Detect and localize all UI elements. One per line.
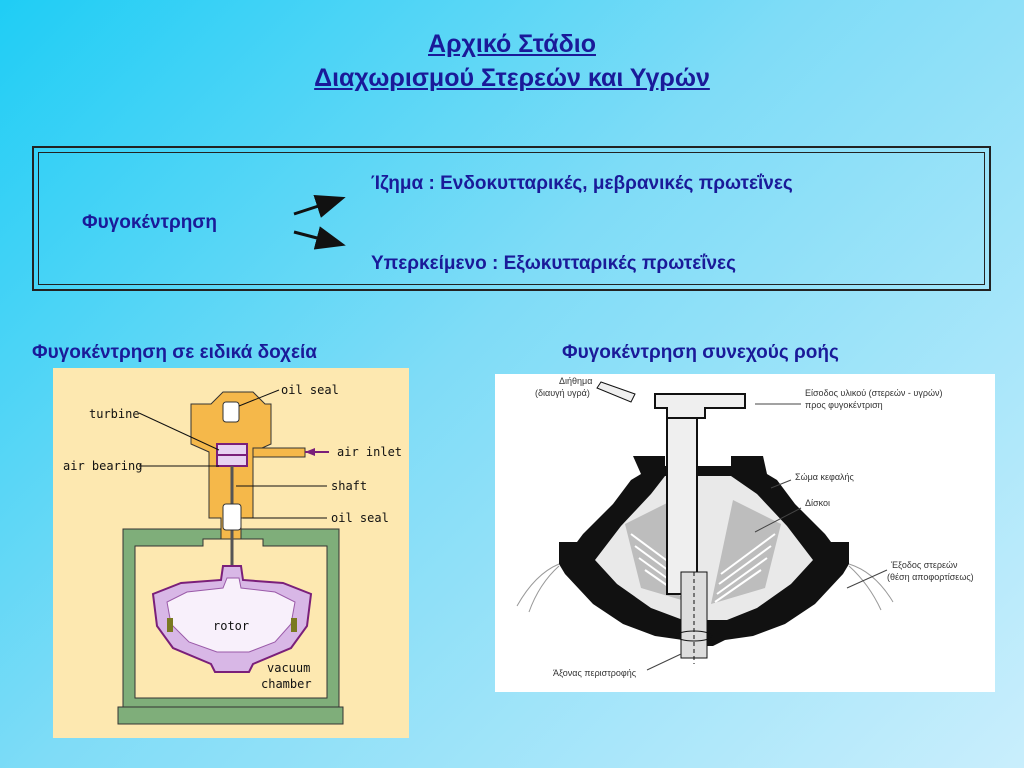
- label-rotor: rotor: [213, 619, 249, 633]
- label-solids-outlet-sub: (θέση αποφορτίσεως): [887, 572, 974, 582]
- label-air-bearing: air bearing: [63, 459, 142, 473]
- label-discs: Δίσκοι: [805, 498, 830, 508]
- label-material-inlet-sub: προς φυγοκέντριση: [805, 400, 883, 410]
- centrifugation-summary-box: [32, 146, 991, 291]
- page-title-line-2: Διαχωρισμού Στερεών και Υγρών: [314, 64, 710, 92]
- label-shaft: shaft: [331, 479, 367, 493]
- supernatant-label: Υπερκείμενο : Εξωκυτταρικές πρωτεΐνες: [371, 253, 736, 274]
- label-oil-seal-bottom: oil seal: [331, 511, 389, 525]
- disc-stack-centrifuge-diagram: Διήθημα (διαυγή υγρά) Είσοδος υλικού (στ…: [495, 374, 995, 692]
- label-air-inlet: air inlet: [337, 445, 402, 459]
- label-rotation-axis: Άξονας περιστροφής: [553, 668, 637, 678]
- label-head-body: Σώμα κεφαλής: [795, 472, 855, 482]
- label-chamber: chamber: [261, 677, 312, 691]
- label-turbine: turbine: [89, 407, 140, 421]
- page-title-line-1: Αρχικό Στάδιο: [428, 30, 596, 58]
- label-solids-outlet: Έξοδος στερεών: [890, 560, 958, 570]
- caption-batch-centrifugation: Φυγοκέντρηση σε ειδικά δοχεία: [32, 342, 317, 363]
- label-oil-seal-top: oil seal: [281, 383, 339, 397]
- label-material-inlet: Είσοδος υλικού (στερεών - υγρών): [805, 388, 943, 398]
- label-filtrate: Διήθημα: [559, 376, 592, 386]
- caption-continuous-centrifugation: Φυγοκέντρηση συνεχούς ροής: [562, 342, 839, 363]
- arrow-down: [293, 226, 346, 250]
- sediment-label: Ίζημα : Ενδοκυτταρικές, μεβρανικές πρωτε…: [371, 173, 793, 194]
- arrow-up: [293, 195, 346, 218]
- label-vacuum: vacuum: [267, 661, 310, 675]
- centrifugation-label: Φυγοκέντρηση: [82, 212, 218, 233]
- summary-box-inner-border: [38, 152, 985, 285]
- label-filtrate-clear-liquid: (διαυγή υγρά): [535, 388, 590, 398]
- ultracentrifuge-diagram: oil seal turbine air inlet air bearing s…: [53, 368, 409, 738]
